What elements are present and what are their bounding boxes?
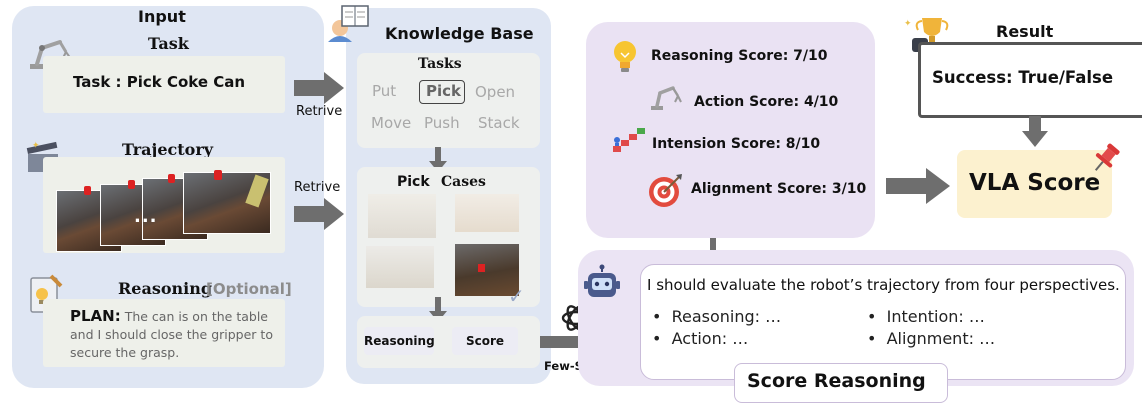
coke-can — [128, 180, 135, 189]
reasoning-label: Reasoning — [118, 279, 213, 298]
reasoning-chip: Reasoning — [364, 327, 435, 355]
trajectory-label: Trajectory — [122, 140, 214, 159]
plan-text: The can is on the table and I should clo… — [70, 309, 273, 360]
retrive-arrow-2 — [294, 198, 344, 230]
pushpin-icon — [1094, 143, 1120, 171]
frames-ellipsis: ... — [134, 206, 158, 227]
right-arrow-vla — [886, 168, 950, 204]
task-push: Push — [424, 114, 460, 132]
case-image-selected — [455, 244, 519, 296]
result-title: Result — [996, 22, 1054, 41]
retrive-label-2: Retrive — [294, 180, 341, 195]
score-reasoning-caption-box — [734, 363, 948, 403]
stairs-icon — [613, 128, 645, 152]
knowledge-base-title: Knowledge Base — [385, 24, 534, 43]
vla-score-box — [957, 150, 1112, 218]
reasoning-score: Reasoning Score: 7/10 — [651, 48, 828, 64]
coke-can — [214, 170, 222, 180]
tasks-subpanel — [357, 53, 540, 148]
bullet-intention-text: Intention: … — [886, 307, 985, 326]
bullet-reasoning: • Reasoning: … — [652, 307, 782, 326]
bullet-alignment: • Alignment: … — [867, 329, 996, 348]
optional-label: [Optional] — [206, 280, 292, 298]
lightbulb-icon — [614, 41, 636, 72]
bullet-intention: • Intention: … — [867, 307, 985, 326]
intension-score: Intension Score: 8/10 — [652, 136, 821, 152]
task-stack: Stack — [478, 114, 520, 132]
task-box — [43, 56, 285, 113]
bullet-action-text: Action: … — [671, 329, 749, 348]
cases-prefix: Pick — [397, 174, 430, 190]
action-score: Action Score: 4/10 — [694, 94, 839, 110]
task-pick: Pick — [426, 82, 462, 100]
svg-text:✦: ✦ — [32, 141, 40, 151]
task-put: Put — [372, 82, 397, 100]
score-chip: Score — [452, 327, 518, 355]
retrive-arrow-1 — [294, 72, 344, 104]
cases-label: Cases — [441, 174, 486, 190]
reader-icon — [328, 5, 369, 42]
checkmark-icon: ✓ — [508, 284, 525, 308]
score-reasoning-caption: Score Reasoning — [747, 370, 926, 392]
case-image — [455, 194, 519, 232]
alignment-score: Alignment Score: 3/10 — [691, 181, 867, 197]
coke-can — [84, 186, 91, 195]
plan-box — [43, 299, 285, 367]
result-text: Success: True/False — [932, 68, 1114, 87]
coke-can — [168, 174, 175, 183]
task-text: Task : Pick Coke Can — [73, 73, 246, 91]
plan-label: PLAN: — [70, 307, 121, 325]
down-arrow-kb-2 — [429, 297, 447, 322]
down-arrow-result — [1022, 116, 1048, 147]
vla-score-label: VLA Score — [969, 170, 1101, 196]
robot-arm-icon — [651, 86, 682, 110]
task-label: Task — [148, 34, 189, 53]
speech-bubble — [640, 264, 1126, 380]
reasoning-intro: I should evaluate the robot’s trajectory… — [647, 276, 1120, 294]
svg-text:✦: ✦ — [904, 19, 912, 29]
robot-head-icon — [584, 264, 620, 297]
target-icon — [649, 174, 682, 207]
bullet-action: • Action: … — [652, 329, 749, 348]
task-selected-frame — [419, 80, 465, 104]
retrive-label-1: Retrive — [296, 104, 343, 119]
input-title: Input — [138, 7, 186, 26]
task-open: Open — [475, 83, 516, 101]
bullet-alignment-text: Alignment: … — [886, 329, 996, 348]
task-move: Move — [371, 114, 412, 132]
tasks-label: Tasks — [418, 56, 462, 72]
case-image — [366, 246, 434, 288]
down-arrow-kb-1 — [429, 147, 447, 172]
plan-paragraph: PLAN: The can is on the table and I shou… — [70, 307, 278, 362]
case-image — [368, 194, 436, 238]
bullet-reasoning-text: Reasoning: … — [671, 307, 782, 326]
coke-can — [478, 264, 485, 272]
